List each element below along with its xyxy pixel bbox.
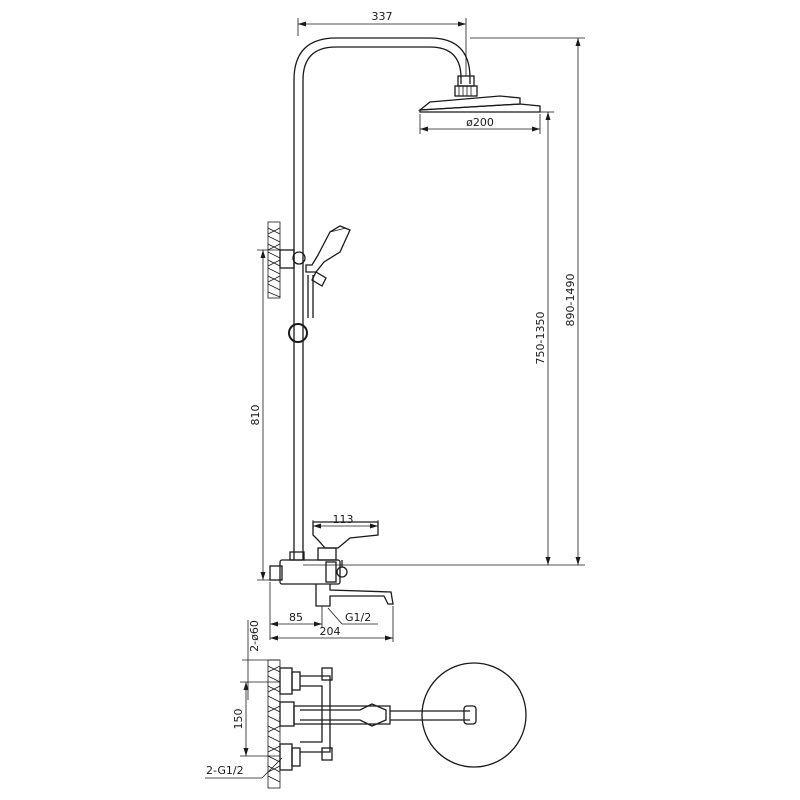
dim-label-wall-flange: 2-ø60: [248, 620, 261, 652]
dim-label-head-diameter: ø200: [466, 116, 494, 129]
dimension-85: 85: [269, 582, 323, 640]
dim-label-slide-height: 810: [249, 405, 262, 426]
dim-label-inlet-spacing: 150: [232, 709, 245, 730]
dim-label-total-height: 890-1490: [564, 274, 577, 327]
dim-label-spout: 204: [320, 625, 341, 638]
top-view-wall: [267, 659, 281, 789]
dimension-150: 150: [232, 681, 280, 757]
upper-wall-bracket: [267, 221, 306, 299]
hand-shower: [305, 225, 351, 318]
dimension-337: 337: [297, 10, 467, 76]
dimension-113: 113: [312, 513, 379, 529]
top-view-inlets: [279, 667, 391, 771]
mixer-body: [269, 521, 394, 612]
dim-label-head-height: 750-1350: [534, 312, 547, 365]
top-view-arm-and-head: [390, 662, 527, 768]
slider-knob: [288, 323, 308, 343]
dim-label-inlet-pair: 2-G1/2: [206, 764, 244, 777]
overhead-shower-head: [417, 75, 541, 113]
thread-callout-2g12: 2-G1/2: [205, 757, 283, 779]
dimension-890-1490: 890-1490: [470, 37, 585, 565]
dim-label-inlet-thread: G1/2: [345, 611, 371, 624]
dim-label-top-width: 337: [372, 10, 393, 23]
dimension-head-diameter: ø200: [419, 114, 541, 134]
dim-label-offset: 85: [289, 611, 303, 624]
dim-label-mixer-width: 113: [333, 513, 354, 526]
riser-pipe: [293, 80, 304, 560]
dimension-204: 204: [270, 606, 394, 642]
dimension-810: 810: [249, 249, 288, 581]
gooseneck-arm: [293, 37, 471, 84]
thread-callout-g12: G1/2: [327, 607, 378, 625]
dimension-flange: 2-ø60: [242, 620, 280, 700]
dimension-750-1350: 750-1350: [534, 111, 554, 565]
